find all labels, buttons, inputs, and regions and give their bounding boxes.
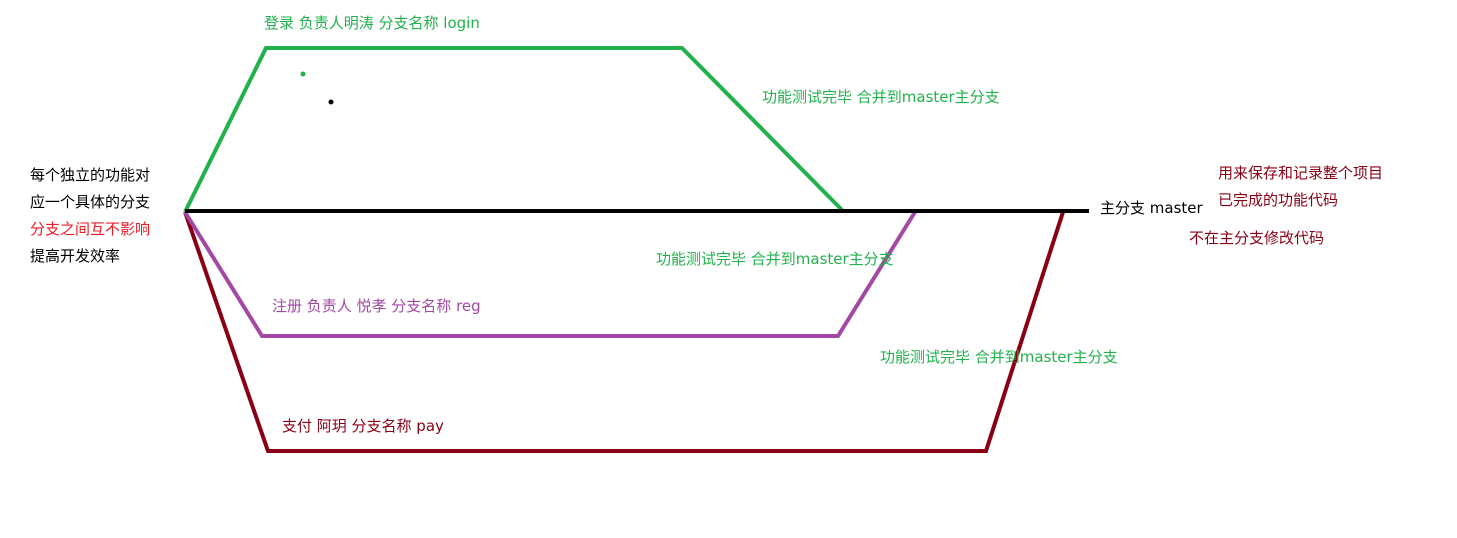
left-note-line1: 每个独立的功能对 bbox=[30, 166, 151, 184]
login-branch-line bbox=[183, 46, 844, 213]
pay-merge-note: 功能测试完毕 合并到master主分支 bbox=[880, 348, 1118, 366]
left-note-line3: 分支之间互不影响 bbox=[30, 220, 151, 238]
master-branch-label: 主分支 master bbox=[1100, 199, 1203, 217]
reg-merge-note: 功能测试完毕 合并到master主分支 bbox=[656, 250, 894, 268]
green-dot bbox=[300, 71, 306, 77]
pay-branch-line bbox=[183, 211, 1065, 453]
right-note-line2: 已完成的功能代码 bbox=[1218, 191, 1339, 209]
reg-branch-line bbox=[183, 210, 917, 338]
left-note-line4: 提高开发效率 bbox=[30, 247, 121, 265]
reg-branch-label: 注册 负责人 悦孝 分支名称 reg bbox=[272, 297, 481, 315]
login-merge-note: 功能测试完毕 合并到master主分支 bbox=[762, 88, 1000, 106]
right-note-line1: 用来保存和记录整个项目 bbox=[1218, 164, 1384, 182]
login-branch-label: 登录 负责人明涛 分支名称 login bbox=[264, 14, 480, 32]
pay-branch-label: 支付 阿玥 分支名称 pay bbox=[282, 417, 444, 435]
right-note-line3: 不在主分支修改代码 bbox=[1189, 229, 1325, 247]
black-dot bbox=[328, 99, 334, 105]
left-note-line2: 应一个具体的分支 bbox=[30, 193, 151, 211]
